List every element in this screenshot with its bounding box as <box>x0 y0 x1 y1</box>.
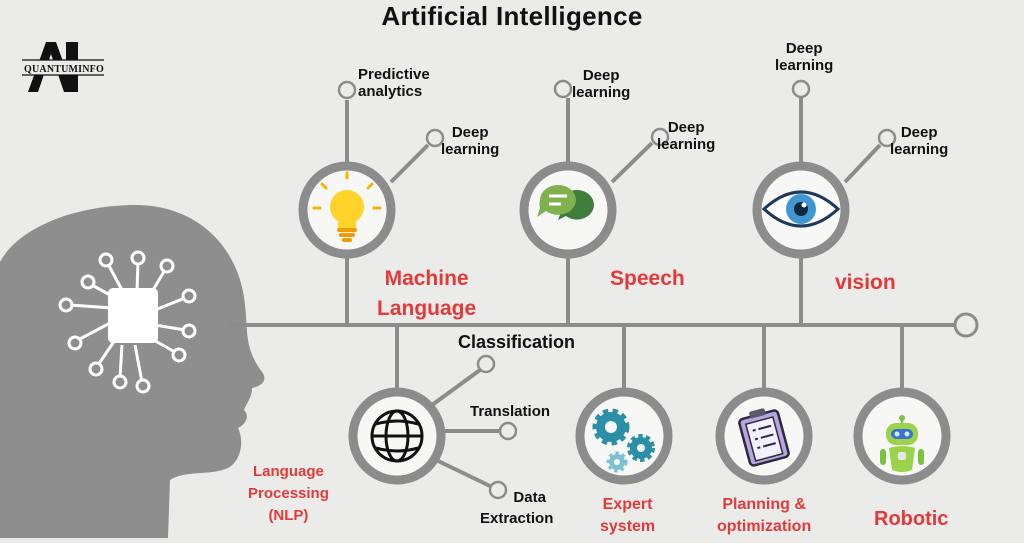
circuit-chip-icon <box>58 250 197 394</box>
logo <box>22 42 104 92</box>
eye-icon <box>761 190 841 228</box>
category-label-machine-language: Machine Language <box>377 267 477 321</box>
top-leaf-nodes <box>337 79 897 148</box>
logo-text: QUANTUMINFO <box>24 64 104 75</box>
lightbulb-icon <box>312 171 382 242</box>
gears-icon <box>592 408 655 473</box>
speech-bubbles-icon <box>537 185 594 220</box>
leaf-label-data-extraction: Data Extraction <box>480 489 554 527</box>
category-label-nlp: Language Processing (NLP) <box>248 463 329 524</box>
clipboard-icon <box>738 408 790 467</box>
leaf-label: Deep learning <box>775 40 834 74</box>
head-silhouette <box>0 205 265 538</box>
leaf-label: Deep learning <box>572 67 631 101</box>
robot-icon <box>880 415 924 472</box>
bottom-leaf-nodes <box>476 354 518 500</box>
category-label-vision: vision <box>835 271 896 294</box>
leaf-label-translation: Translation <box>470 403 551 420</box>
page-title: Artificial Intelligence <box>381 1 643 31</box>
leaf-label: Deep learning <box>657 119 716 153</box>
leaf-label-classification: Classification <box>458 332 576 352</box>
leaf-label: Deep learning <box>890 124 949 158</box>
category-label-robotic: Robotic <box>874 508 949 530</box>
main-timeline <box>228 312 979 338</box>
leaf-label: Deep learning <box>441 124 500 158</box>
category-label-speech: Speech <box>610 267 685 290</box>
globe-icon <box>370 409 424 463</box>
category-label-planning: Planning & optimization <box>717 496 812 535</box>
category-label-expert-system: Expert system <box>600 496 656 535</box>
leaf-label: Predictive analytics <box>358 66 430 100</box>
bottom-connectors <box>395 325 904 488</box>
